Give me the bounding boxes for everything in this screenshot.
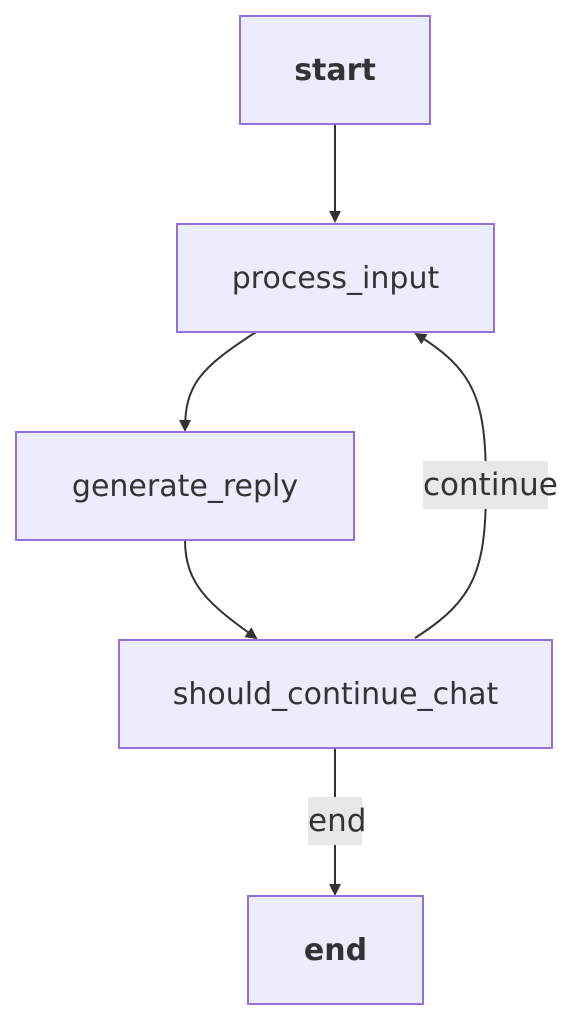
edge-generate-reply-to-should-continue-chat	[184, 539, 258, 640]
node-start-label: start	[294, 52, 376, 88]
node-end-label: end	[303, 932, 368, 968]
node-end: end	[247, 895, 424, 1005]
node-generate-reply-label: generate_reply	[71, 468, 299, 504]
node-process-input-label: process_input	[231, 260, 440, 296]
edge-label-end: end	[308, 797, 366, 845]
edge-process-input-to-generate-reply	[179, 331, 257, 432]
node-process-input: process_input	[176, 223, 495, 333]
node-start: start	[239, 15, 431, 125]
node-should-continue-chat-label: should_continue_chat	[172, 676, 499, 712]
node-should-continue-chat: should_continue_chat	[118, 639, 553, 749]
edge-label-continue: continue	[423, 461, 558, 509]
node-generate-reply: generate_reply	[15, 431, 355, 541]
